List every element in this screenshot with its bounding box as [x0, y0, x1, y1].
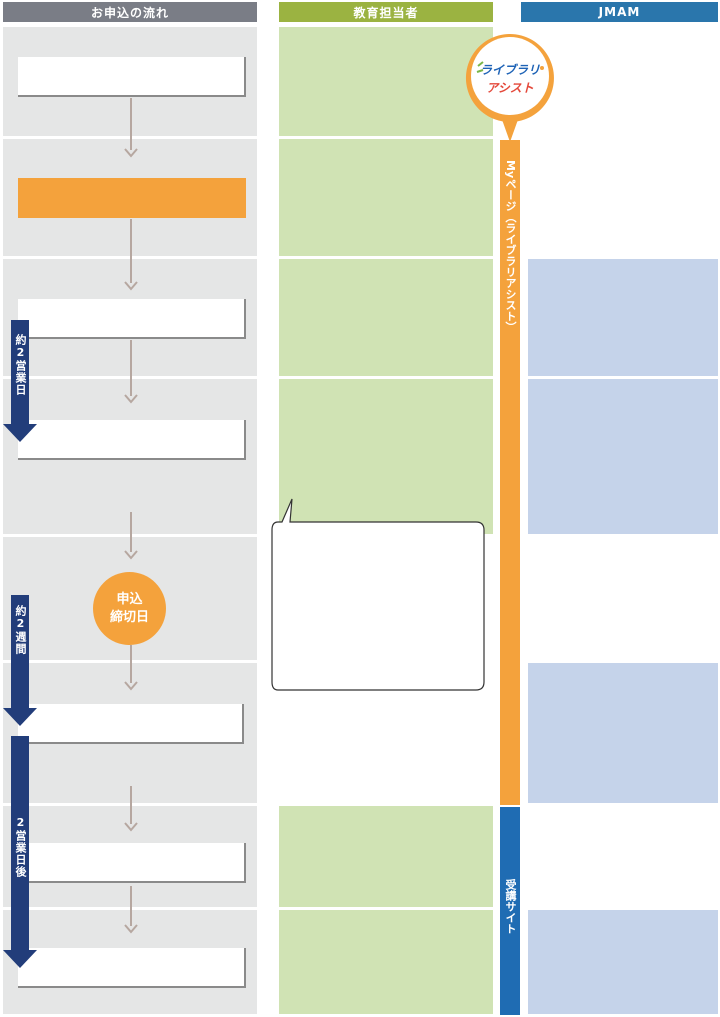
- flow-step-box-1: [18, 57, 246, 97]
- flow-step-box-6: [18, 704, 244, 744]
- logo-text-library: ライブラリ: [479, 63, 540, 77]
- header-jmam: JMAM: [521, 2, 718, 22]
- education-section-7: [279, 806, 493, 907]
- flow-arrow-1: [124, 98, 138, 158]
- timeline-span-1: 約2営業日: [3, 320, 37, 442]
- header-education-manager: 教育担当者: [279, 2, 493, 22]
- application-deadline-badge: 申込 締切日: [93, 572, 166, 645]
- library-assist-logo: ライブラリ アシスト: [462, 30, 558, 150]
- note-speech-bubble: [270, 496, 486, 692]
- flow-step-box-2-highlight: [18, 178, 246, 218]
- deadline-line-1: 申込: [116, 591, 143, 607]
- jmam-section-8: [528, 910, 718, 1014]
- education-section-1: [279, 27, 493, 136]
- timeline-span-3: 2営業日後: [3, 736, 37, 968]
- flow-arrow-2: [124, 219, 138, 291]
- jmam-section-4: [528, 379, 718, 534]
- course-site-label: 受講サイト: [504, 879, 517, 934]
- mypage-label: Myページ（ライブラリアシスト）: [504, 160, 517, 333]
- education-section-4: [279, 379, 493, 534]
- timeline-label-1: 約2営業日: [14, 334, 27, 396]
- flow-arrow-5: [124, 645, 138, 691]
- header-application-flow: お申込の流れ: [3, 2, 257, 22]
- mypage-library-assist-bar: Myページ（ライブラリアシスト）: [500, 140, 520, 805]
- education-section-2: [279, 139, 493, 256]
- flow-step-box-4: [18, 420, 246, 460]
- flow-arrow-3: [124, 340, 138, 404]
- deadline-line-2: 締切日: [109, 609, 149, 625]
- jmam-section-3: [528, 259, 718, 376]
- timeline-label-3: 2営業日後: [14, 816, 27, 878]
- education-section-3: [279, 259, 493, 376]
- flow-step-box-8: [18, 948, 246, 988]
- flow-arrow-7: [124, 886, 138, 934]
- timeline-label-2: 約2週間: [14, 605, 27, 655]
- timeline-span-2: 約2週間: [3, 595, 37, 726]
- flow-step-box-7: [18, 843, 246, 883]
- flow-arrow-4: [124, 512, 138, 560]
- course-site-bar: 受講サイト: [500, 807, 520, 1015]
- jmam-section-6: [528, 663, 718, 803]
- education-section-8: [279, 910, 493, 1014]
- logo-text-assist: アシスト: [486, 81, 534, 95]
- flow-step-box-3: [18, 299, 246, 339]
- flow-arrow-6: [124, 786, 138, 832]
